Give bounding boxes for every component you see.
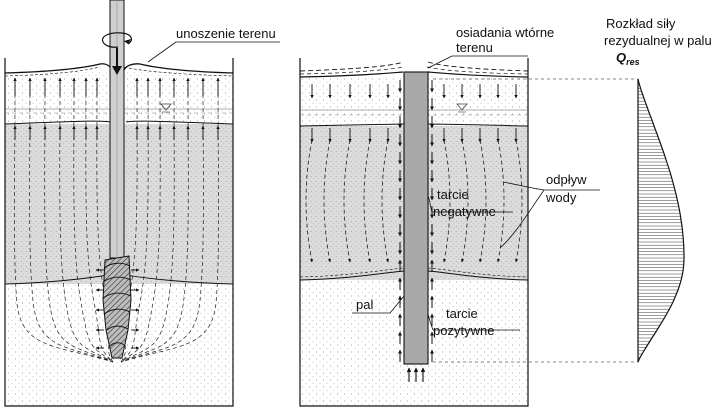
label-residual-force-2: rezydualnej w palu <box>604 33 712 48</box>
label-water-outflow-1: odpływ <box>546 172 587 187</box>
label-ground-uplift: unoszenie terenu <box>176 26 276 41</box>
flow-line <box>29 79 114 363</box>
water-table-icon <box>160 103 172 113</box>
clay-top-boundary-right <box>299 123 529 127</box>
outflow-line <box>343 139 352 263</box>
rotation-arrow-icon <box>101 32 132 48</box>
flow-line <box>14 79 114 363</box>
flow-line <box>120 79 175 363</box>
left-panel <box>4 0 234 407</box>
flow-line <box>120 79 219 363</box>
flow-line <box>120 79 189 363</box>
flow-line <box>59 79 114 363</box>
leader-lines <box>147 41 600 331</box>
label-secondary-settlement-2: terenu <box>456 40 493 55</box>
right-panel <box>299 58 529 407</box>
flow-line <box>73 79 114 363</box>
outflow-line <box>381 139 390 263</box>
flow-line <box>120 79 161 363</box>
outflow-line <box>363 139 372 263</box>
label-negative-friction-2: negatywne <box>433 204 496 219</box>
flow-line <box>96 79 114 363</box>
outflow-line <box>514 139 523 263</box>
outflow-line <box>442 139 451 263</box>
label-pile: pal <box>356 297 373 312</box>
residual-force-diagram <box>433 78 685 363</box>
label-water-outflow-2: wody <box>545 190 577 205</box>
outflow-line <box>478 139 487 263</box>
left-box-border <box>4 58 234 407</box>
clay-top-boundary-left <box>4 120 234 125</box>
label-positive-friction-1: tarcie <box>446 306 478 321</box>
flow-line <box>120 79 138 363</box>
residual-force-curve <box>637 78 685 363</box>
left-flow-lines <box>13 77 220 363</box>
label-positive-friction-2: pozytywne <box>433 323 494 338</box>
pile-friction-arrows <box>398 80 434 362</box>
auger-head <box>102 255 132 359</box>
outflow-line <box>323 139 332 263</box>
water-table-icon <box>456 103 468 113</box>
flow-line <box>44 79 114 363</box>
pile <box>403 71 429 365</box>
label-negative-friction-1: tarcie <box>437 187 469 202</box>
label-secondary-settlement-1: osiadania wtórne <box>456 25 554 40</box>
label-residual-force-symbol: Qres <box>616 50 640 67</box>
outflow-line <box>460 139 469 263</box>
right-box-border <box>299 58 529 407</box>
toe-resistance-arrows <box>406 367 426 382</box>
ground-surface-right <box>299 71 529 78</box>
outflow-line <box>305 139 314 263</box>
label-residual-force-1: Rozkład siły <box>606 16 676 31</box>
push-down-arrow-icon <box>112 48 122 75</box>
ground-surface-left <box>4 63 234 74</box>
clay-bottom-boundary-right <box>299 270 529 281</box>
residual-force-hatching <box>638 81 684 361</box>
